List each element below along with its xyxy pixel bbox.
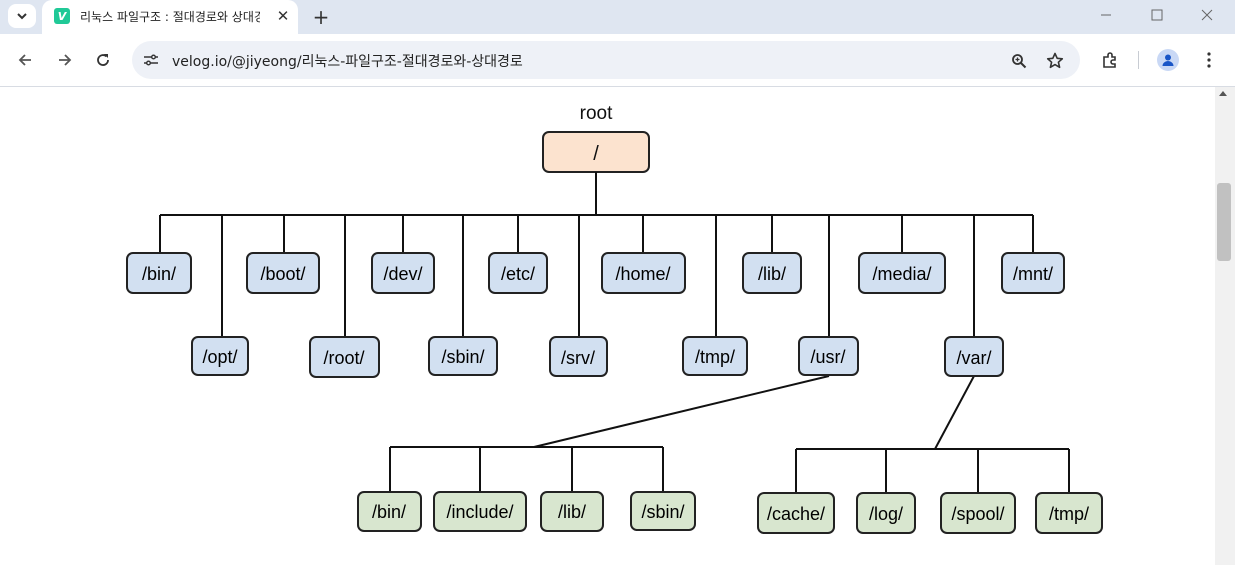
tab-search-button[interactable] [8, 4, 36, 28]
dir-node: /tmp/ [682, 336, 748, 376]
tree-connectors [159, 172, 1070, 492]
tab-title: 리눅스 파일구조 : 절대경로와 상대경로 [80, 10, 260, 24]
dir-node: /home/ [601, 252, 686, 294]
subdir-label: /include/ [446, 502, 513, 522]
subdir-node: /sbin/ [630, 491, 696, 531]
dir-node: /srv/ [549, 336, 608, 377]
dir-node: /bin/ [126, 252, 192, 294]
dir-node: /lib/ [742, 252, 802, 294]
dir-label: /media/ [872, 264, 931, 284]
subdir-label: /sbin/ [641, 502, 684, 522]
dir-label: /usr/ [810, 347, 845, 367]
minimize-button[interactable] [1086, 4, 1126, 26]
page-scrollbar[interactable] [1215, 87, 1235, 565]
dir-node: /usr/ [798, 336, 859, 376]
browser-toolbar: velog.io/@jiyeong/리눅스-파일구조-절대경로와-상대경로 [0, 34, 1235, 87]
dir-label: /var/ [956, 348, 991, 368]
dir-label: /lib/ [758, 264, 786, 284]
subdir-node: /cache/ [757, 492, 835, 534]
subdir-node: /log/ [856, 492, 916, 534]
dir-node: /sbin/ [428, 336, 498, 376]
dir-label: /opt/ [202, 347, 237, 367]
back-button[interactable] [12, 47, 38, 73]
dir-label: /etc/ [501, 264, 535, 284]
url-text: velog.io/@jiyeong/리눅스-파일구조-절대경로와-상대경로 [172, 54, 523, 70]
dir-node: /root/ [309, 336, 380, 378]
root-node: / [542, 131, 650, 173]
dir-label: /home/ [615, 264, 670, 284]
subdir-label: /tmp/ [1049, 504, 1089, 524]
bookmark-star-icon[interactable] [1044, 50, 1066, 72]
reload-icon [97, 54, 109, 66]
more-menu-icon[interactable] [1196, 47, 1222, 73]
toolbar-divider [1138, 51, 1139, 69]
dir-label: /bin/ [142, 264, 176, 284]
dir-node: /boot/ [246, 252, 320, 294]
scroll-up-arrow-icon[interactable] [1219, 91, 1227, 96]
close-window-button[interactable] [1187, 4, 1227, 26]
subdir-label: /lib/ [558, 502, 586, 522]
site-info-icon[interactable] [142, 51, 160, 69]
chevron-down-icon [16, 7, 28, 26]
subdir-node: /include/ [433, 491, 527, 532]
root-label: root [580, 103, 613, 124]
subdir-node: /tmp/ [1035, 492, 1103, 534]
subdir-node: /lib/ [540, 491, 604, 532]
dir-label: /boot/ [260, 264, 305, 284]
profile-avatar-icon[interactable] [1157, 49, 1179, 71]
velog-favicon-icon: V [54, 8, 70, 24]
close-tab-icon[interactable]: ✕ [276, 7, 290, 25]
subdir-label: /spool/ [951, 504, 1004, 524]
dir-node: /var/ [944, 336, 1004, 377]
var-children: /cache/ /log/ /spool/ /tmp/ [757, 492, 1103, 534]
linux-directory-tree-diagram: root / [126, 103, 1103, 534]
dir-node: /media/ [858, 252, 946, 294]
dir-label: /sbin/ [441, 347, 484, 367]
extensions-puzzle-icon[interactable] [1097, 47, 1123, 73]
root-dir-label: / [593, 143, 599, 165]
dir-label: /root/ [323, 348, 364, 368]
subdir-label: /bin/ [372, 502, 406, 522]
subdir-node: /bin/ [357, 491, 422, 532]
top-row-directories: /bin/ /boot/ /dev/ /etc/ /home/ /lib/ /m… [126, 252, 1065, 294]
new-tab-button[interactable]: + [312, 5, 330, 29]
zoom-icon[interactable] [1008, 50, 1030, 72]
dir-node: /opt/ [191, 336, 249, 376]
subdir-label: /cache/ [767, 504, 825, 524]
forward-arrow-icon [59, 54, 72, 66]
maximize-button[interactable] [1137, 4, 1177, 26]
dir-label: /tmp/ [695, 347, 735, 367]
page-content: root / [0, 87, 1215, 565]
dir-label: /dev/ [383, 264, 422, 284]
dir-label: /mnt/ [1013, 264, 1053, 284]
reload-button[interactable] [90, 47, 116, 73]
subdir-node: /spool/ [940, 492, 1016, 534]
subdir-label: /log/ [869, 504, 903, 524]
tab-strip: V 리눅스 파일구조 : 절대경로와 상대경로 ✕ + [0, 0, 1235, 34]
back-arrow-icon [18, 54, 31, 66]
dir-label: /srv/ [561, 348, 595, 368]
forward-button[interactable] [52, 47, 78, 73]
dir-node: /etc/ [488, 252, 548, 294]
scrollbar-thumb[interactable] [1217, 183, 1231, 261]
browser-tab[interactable]: V 리눅스 파일구조 : 절대경로와 상대경로 ✕ [42, 0, 298, 34]
address-bar[interactable]: velog.io/@jiyeong/리눅스-파일구조-절대경로와-상대경로 [132, 41, 1080, 79]
dir-node: /dev/ [371, 252, 435, 294]
second-row-directories: /opt/ /root/ /sbin/ /srv/ /tmp/ /usr/ /v… [191, 336, 1004, 378]
dir-node: /mnt/ [1001, 252, 1065, 294]
usr-children: /bin/ /include/ /lib/ /sbin/ [357, 491, 696, 532]
